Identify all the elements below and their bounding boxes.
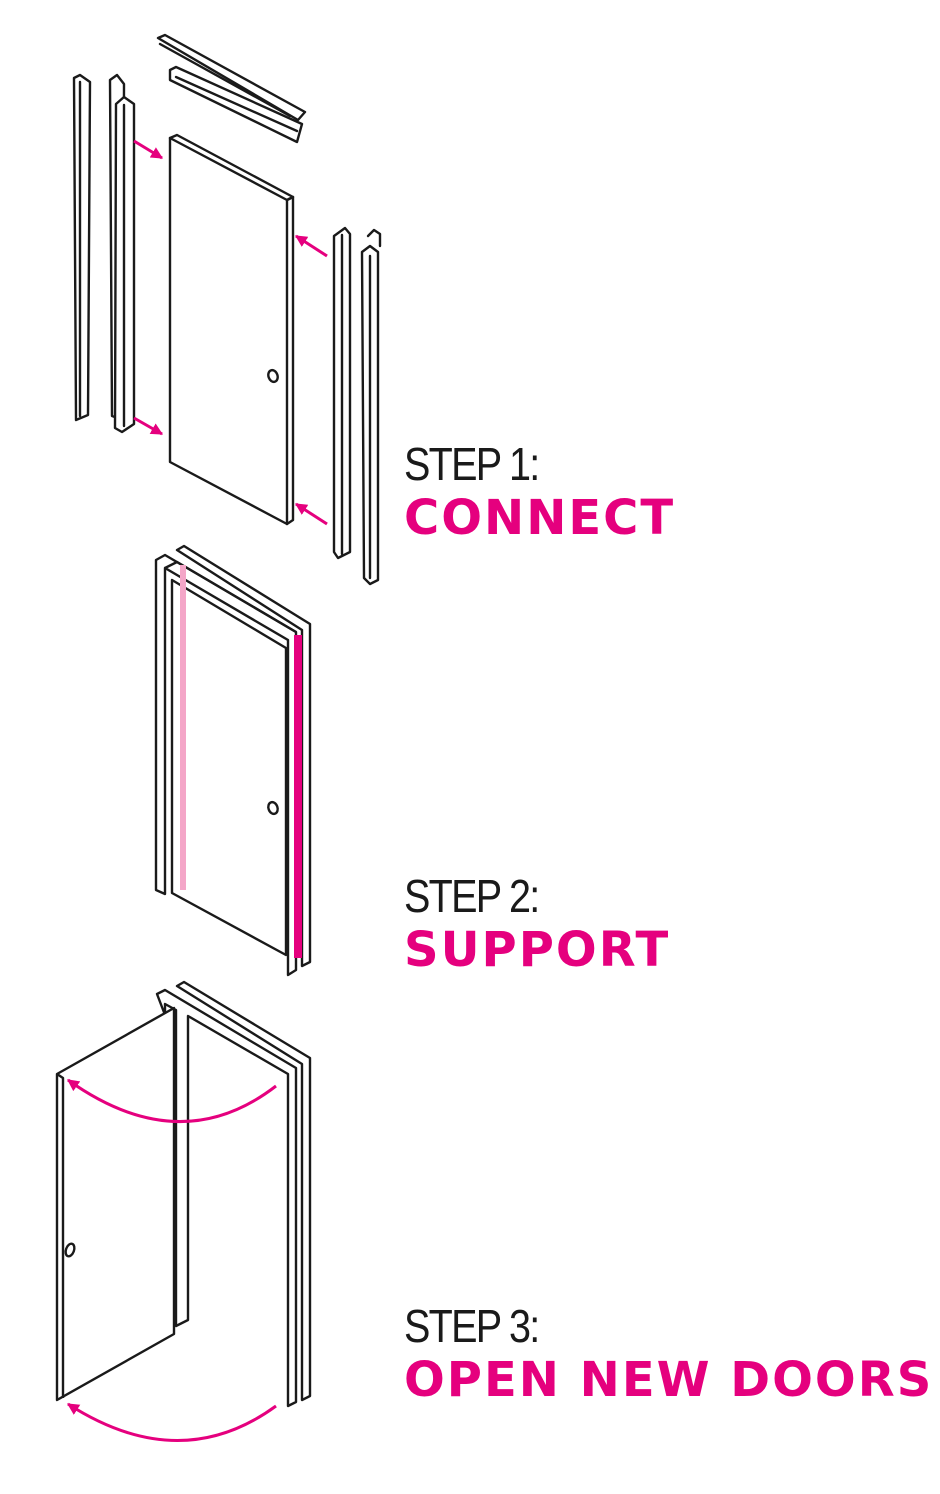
step-2-label: STEP 2: — [404, 870, 540, 922]
step3-open-door-icon — [55, 980, 312, 1408]
step-1-title: CONNECT — [404, 490, 676, 546]
swing-arrows-icon — [66, 1078, 277, 1442]
connect-arrows-icon — [133, 139, 328, 526]
step-2-title: SUPPORT — [404, 922, 671, 978]
step-3: STEP 3: OPEN NEW DOORS — [404, 1300, 933, 1408]
step-2: STEP 2: SUPPORT — [404, 870, 670, 978]
step-1: STEP 1: CONNECT — [404, 438, 675, 546]
step1-exploded-frame-icon — [72, 33, 382, 586]
step2-assembled-frame-icon — [154, 544, 312, 977]
support-highlight-strips — [180, 565, 302, 958]
step-3-label: STEP 3: — [404, 1300, 540, 1352]
step-1-label: STEP 1: — [404, 438, 540, 490]
step-3-title: OPEN NEW DOORS — [404, 1352, 934, 1408]
